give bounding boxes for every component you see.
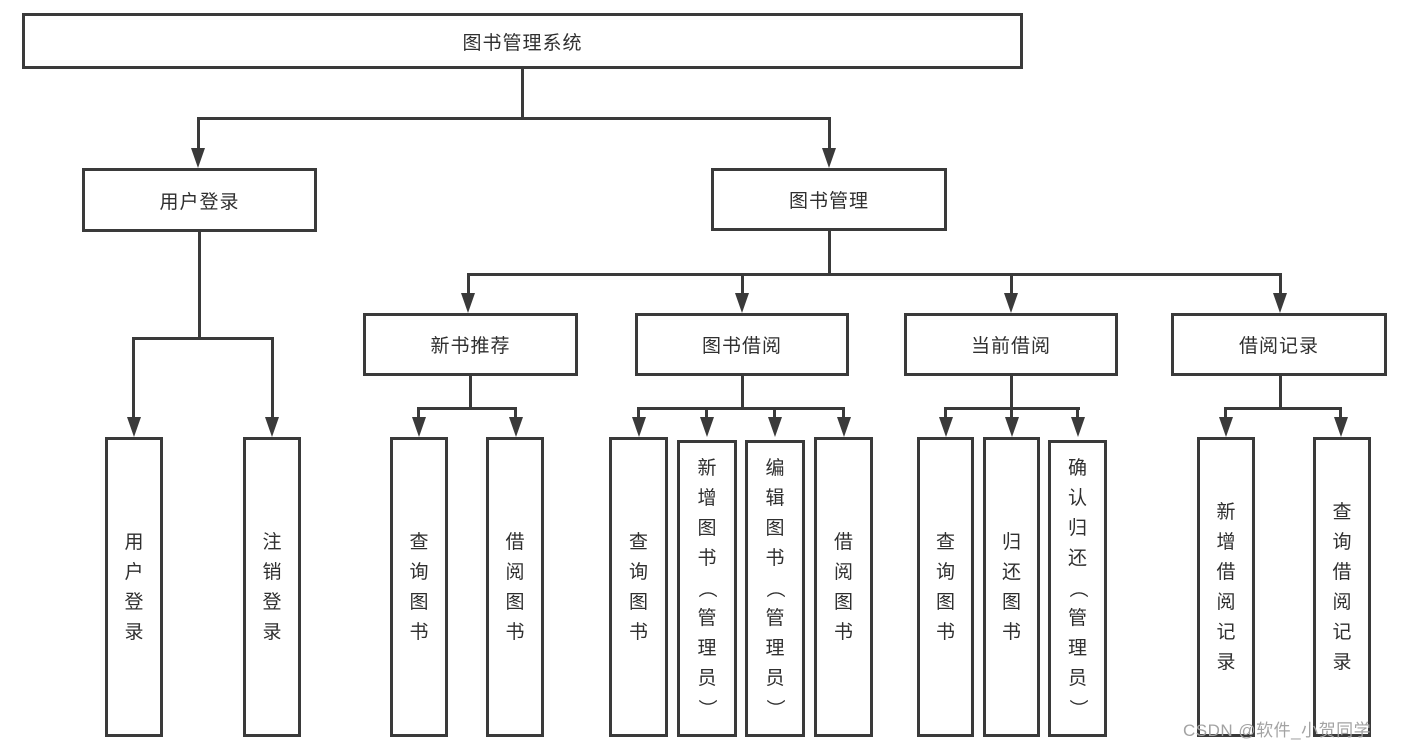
connector bbox=[417, 407, 420, 419]
arrow-down-icon bbox=[1005, 417, 1019, 437]
connector bbox=[132, 337, 135, 419]
connector bbox=[1010, 273, 1013, 295]
arrow-down-icon bbox=[1004, 293, 1018, 313]
connector bbox=[1279, 376, 1282, 407]
node-root: 图书管理系统 bbox=[22, 13, 1023, 69]
connector bbox=[842, 407, 845, 419]
connector bbox=[828, 230, 831, 273]
node-query-borrow-record: 查询借阅记录 bbox=[1313, 437, 1371, 737]
connector bbox=[197, 117, 200, 151]
connector bbox=[514, 407, 517, 419]
arrow-down-icon bbox=[509, 417, 523, 437]
node-edit-books-admin: 编辑图书（管理员） bbox=[745, 440, 805, 737]
connector bbox=[741, 376, 744, 407]
node-query-books-recommend: 查询图书 bbox=[390, 437, 448, 737]
connector bbox=[417, 407, 517, 410]
node-query-books-borrowing: 查询图书 bbox=[609, 437, 668, 737]
connector bbox=[467, 273, 1282, 276]
connector bbox=[197, 117, 831, 120]
node-borrowing-records: 借阅记录 bbox=[1171, 313, 1387, 376]
arrow-down-icon bbox=[191, 148, 205, 168]
node-add-books-admin: 新增图书（管理员） bbox=[677, 440, 737, 737]
connector bbox=[1010, 407, 1013, 419]
connector bbox=[271, 337, 274, 419]
connector bbox=[705, 407, 708, 419]
connector bbox=[944, 407, 947, 419]
node-book-management: 图书管理 bbox=[711, 168, 947, 231]
connector bbox=[1279, 273, 1282, 295]
node-confirm-return-admin: 确认归还（管理员） bbox=[1048, 440, 1107, 737]
connector bbox=[1010, 376, 1013, 407]
node-add-borrow-record: 新增借阅记录 bbox=[1197, 437, 1255, 737]
connector bbox=[469, 376, 472, 407]
arrow-down-icon bbox=[1334, 417, 1348, 437]
connector bbox=[773, 407, 776, 419]
arrow-down-icon bbox=[735, 293, 749, 313]
connector bbox=[521, 69, 524, 117]
connector bbox=[637, 407, 640, 419]
arrow-down-icon bbox=[1273, 293, 1287, 313]
connector bbox=[741, 273, 744, 295]
node-borrow-books-recommend: 借阅图书 bbox=[486, 437, 544, 737]
connector bbox=[1224, 407, 1342, 410]
arrow-down-icon bbox=[939, 417, 953, 437]
node-query-books-current: 查询图书 bbox=[917, 437, 974, 737]
node-borrow-books-borrowing: 借阅图书 bbox=[814, 437, 873, 737]
node-user-login: 用户登录 bbox=[82, 168, 317, 232]
connector bbox=[1224, 407, 1227, 419]
arrow-down-icon bbox=[700, 417, 714, 437]
arrow-down-icon bbox=[1071, 417, 1085, 437]
arrow-down-icon bbox=[822, 148, 836, 168]
node-return-books: 归还图书 bbox=[983, 437, 1040, 737]
arrow-down-icon bbox=[412, 417, 426, 437]
node-user-login-leaf: 用户登录 bbox=[105, 437, 163, 737]
connector bbox=[1076, 407, 1079, 419]
arrow-down-icon bbox=[127, 417, 141, 437]
arrow-down-icon bbox=[1219, 417, 1233, 437]
node-new-book-recommendation: 新书推荐 bbox=[363, 313, 578, 376]
connector bbox=[828, 117, 831, 151]
connector bbox=[467, 273, 470, 295]
arrow-down-icon bbox=[265, 417, 279, 437]
connector bbox=[1339, 407, 1342, 419]
arrow-down-icon bbox=[837, 417, 851, 437]
arrow-down-icon bbox=[461, 293, 475, 313]
node-logout: 注销登录 bbox=[243, 437, 301, 737]
arrow-down-icon bbox=[768, 417, 782, 437]
node-current-borrowing: 当前借阅 bbox=[904, 313, 1118, 376]
connector bbox=[637, 407, 845, 410]
node-book-borrowing: 图书借阅 bbox=[635, 313, 849, 376]
watermark: CSDN @软件_小贺同学 bbox=[1183, 721, 1372, 740]
connector bbox=[132, 337, 274, 340]
arrow-down-icon bbox=[632, 417, 646, 437]
connector bbox=[198, 232, 201, 337]
